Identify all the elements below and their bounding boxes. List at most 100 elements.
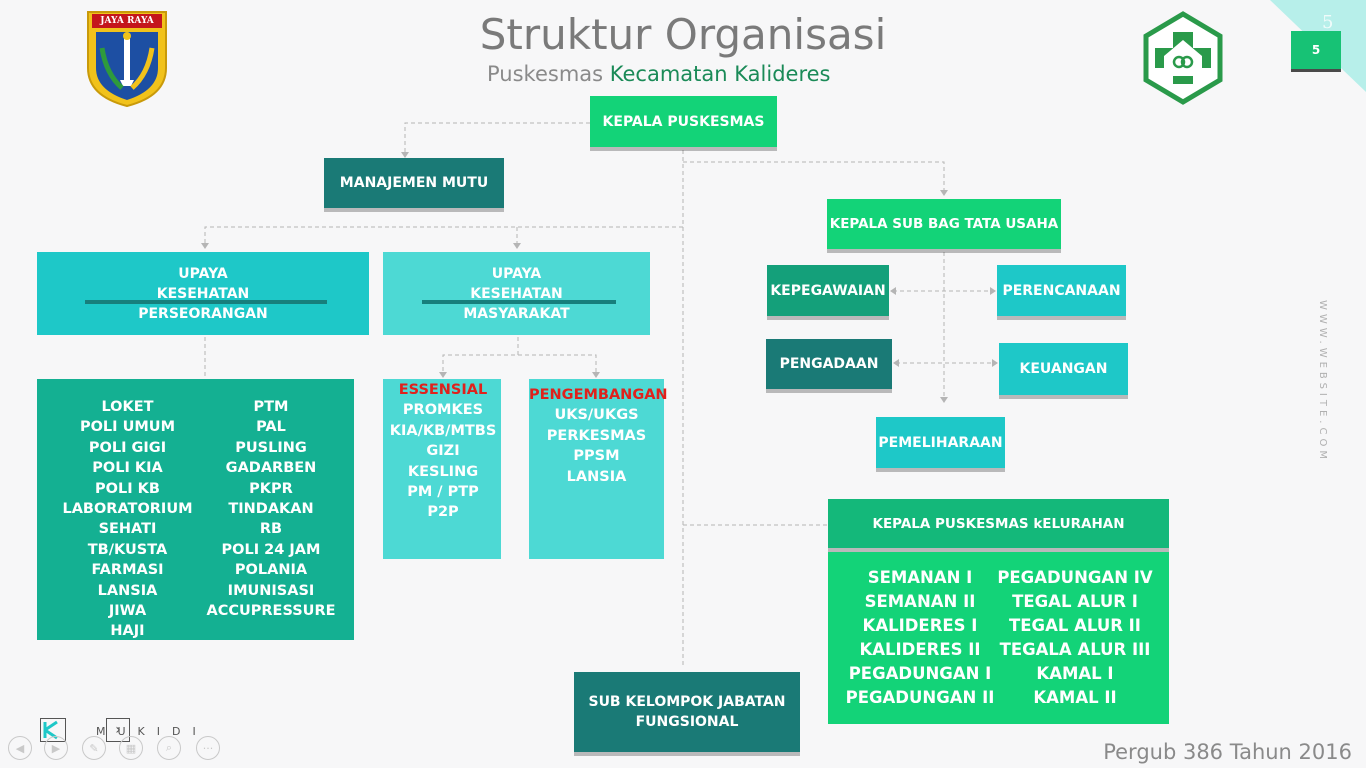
logo-text: JAYA RAYA	[100, 16, 154, 26]
list-item: PKPR	[249, 480, 293, 497]
essensial-box	[383, 379, 501, 559]
ukp-list-left: LOKET POLI UMUM POLI GIGI POLI KIA POLI …	[45, 397, 210, 642]
node-label: FUNGSIONAL	[635, 714, 739, 730]
list-item: SEHATI	[98, 521, 157, 538]
footer-text: Pergub 386 Tahun 2016	[1103, 740, 1352, 764]
side-website-text: WWW.WEBSITE.COM	[1317, 300, 1328, 463]
next-icon[interactable]: ▶	[44, 736, 68, 760]
ukp-services-box	[37, 379, 354, 640]
list-item: LOKET	[101, 399, 154, 415]
pen-icon[interactable]: ✎	[82, 736, 106, 760]
node-label: UPAYA	[491, 265, 542, 282]
page-number-badge: 5	[1291, 31, 1341, 69]
slides-icon[interactable]: ▦	[119, 736, 143, 760]
list-item: TEGAL ALUR II	[1009, 616, 1141, 635]
list-item: PUSLING	[235, 439, 307, 456]
list-item: PTM	[253, 399, 289, 415]
pengembangan-list: PENGEMBANGAN UKS/UKGS PERKESMAS PPSM LAN…	[529, 385, 668, 487]
list-item: POLI UMUM	[79, 419, 176, 436]
list-item: UKS/UKGS	[554, 407, 639, 424]
node-pemeliharaan: PEMELIHARAAN	[876, 417, 1005, 468]
node-keuangan: KEUANGAN	[999, 343, 1128, 395]
list-item: PERKESMAS	[546, 427, 647, 444]
list-item: TEGAL ALUR I	[1012, 592, 1138, 611]
node-label: MANAJEMEN MUTU	[339, 175, 489, 191]
list-item: PM / PTP	[407, 484, 479, 501]
ukp-list-right: PTM PAL PUSLING GADARBEN PKPR TINDAKAN R…	[196, 397, 346, 621]
list-item: KALIDERES II	[859, 640, 981, 659]
list-item: ACCUPRESSURE	[206, 603, 336, 620]
list-item: LABORATORIUM	[62, 501, 193, 518]
pengembangan-box	[529, 379, 664, 559]
list-item: HAJI	[110, 623, 145, 640]
prev-icon[interactable]: ◀	[8, 736, 32, 760]
node-kapus-kelurahan: KEPALA PUSKESMAS kELURAHAN	[828, 499, 1169, 548]
subtitle-highlight: Kecamatan Kalideres	[609, 62, 831, 86]
node-label: MASYARAKAT	[463, 305, 570, 322]
brand-name: MUKIDI	[96, 725, 208, 738]
page-title: Struktur Organisasi	[479, 10, 887, 59]
list-item: PPSM	[573, 448, 620, 465]
list-item: KALIDERES I	[862, 616, 978, 635]
list-item: GADARBEN	[225, 460, 317, 477]
list-item: POLI KB	[95, 480, 160, 497]
node-label: KESEHATAN	[470, 285, 563, 302]
node-label: KESEHATAN	[156, 285, 250, 302]
list-item: POLANIA	[234, 562, 308, 579]
node-sub-kelompok-fungsional: SUB KELOMPOK JABATAN FUNGSIONAL	[574, 672, 800, 752]
list-item: TB/KUSTA	[87, 541, 168, 558]
list-item: TINDAKAN	[228, 501, 314, 518]
node-manajemen-mutu: MANAJEMEN MUTU	[324, 158, 504, 208]
list-item: SEMANAN II	[864, 592, 976, 611]
list-item: SEMANAN I	[867, 568, 973, 587]
list-item: KAMAL II	[1033, 688, 1117, 707]
node-ukp: UPAYA KESEHATAN PERSEORANGAN	[37, 252, 369, 335]
node-pengadaan: PENGADAAN	[766, 339, 892, 389]
page-number-ghost: 5	[1322, 12, 1334, 33]
page-subtitle: Puskesmas Kecamatan Kalideres	[487, 62, 830, 86]
list-item: KESLING	[407, 463, 479, 480]
list-item: PEGADUNGAN I	[848, 664, 992, 683]
list-item: RB	[259, 521, 283, 538]
node-label: KEPALA PUSKESMAS kELURAHAN	[872, 515, 1125, 532]
node-label: PEMELIHARAAN	[878, 434, 1003, 451]
list-item: KIA/KB/MTBS	[389, 422, 497, 439]
kelurahan-list-left: SEMANAN I SEMANAN II KALIDERES I KALIDER…	[840, 566, 1000, 710]
list-item: PEGADUNGAN II	[845, 688, 995, 707]
list-item: TEGALA ALUR III	[999, 640, 1151, 659]
zoom-icon[interactable]: ⌕	[157, 736, 181, 760]
divider	[85, 300, 327, 304]
node-label: KEUANGAN	[1019, 361, 1108, 377]
list-item: LANSIA	[97, 582, 158, 599]
puskesmas-logo	[1140, 10, 1226, 106]
node-label: PERENCANAAN	[1002, 282, 1121, 299]
page-number: 5	[1311, 43, 1321, 57]
node-label: UPAYA	[178, 265, 228, 282]
node-label: PENGADAAN	[779, 356, 879, 372]
list-item: PROMKES	[402, 402, 484, 419]
list-item: POLI KIA	[92, 460, 163, 477]
node-label: KEPALA PUSKESMAS	[602, 113, 765, 130]
jaya-raya-logo: JAYA RAYA	[84, 8, 170, 108]
list-item: IMUNISASI	[227, 582, 315, 599]
node-ukm: UPAYA KESEHATAN MASYARAKAT	[383, 252, 650, 335]
node-kepegawaian: KEPEGAWAIAN	[767, 265, 889, 316]
node-kepala-puskesmas: KEPALA PUSKESMAS	[590, 96, 777, 147]
list-item: P2P	[427, 504, 459, 521]
list-item: PEGADUNGAN IV	[997, 568, 1153, 587]
essensial-list: ESSENSIAL PROMKES KIA/KB/MTBS GIZI KESLI…	[383, 380, 503, 523]
divider	[422, 300, 616, 304]
pengembangan-heading: PENGEMBANGAN	[529, 387, 668, 403]
node-kasubbag-tu: KEPALA SUB BAG TATA USAHA	[827, 199, 1061, 249]
list-item: GIZI	[426, 443, 460, 460]
more-icon[interactable]: ···	[196, 736, 220, 760]
node-perencanaan: PERENCANAAN	[997, 265, 1126, 316]
essensial-heading: ESSENSIAL	[398, 382, 488, 398]
list-item: JIWA	[108, 603, 147, 620]
kelurahan-box	[828, 552, 1169, 724]
list-item: FARMASI	[91, 562, 164, 579]
node-label: PERSEORANGAN	[138, 305, 268, 322]
list-item: LANSIA	[566, 468, 627, 485]
list-item: PAL	[256, 419, 286, 436]
